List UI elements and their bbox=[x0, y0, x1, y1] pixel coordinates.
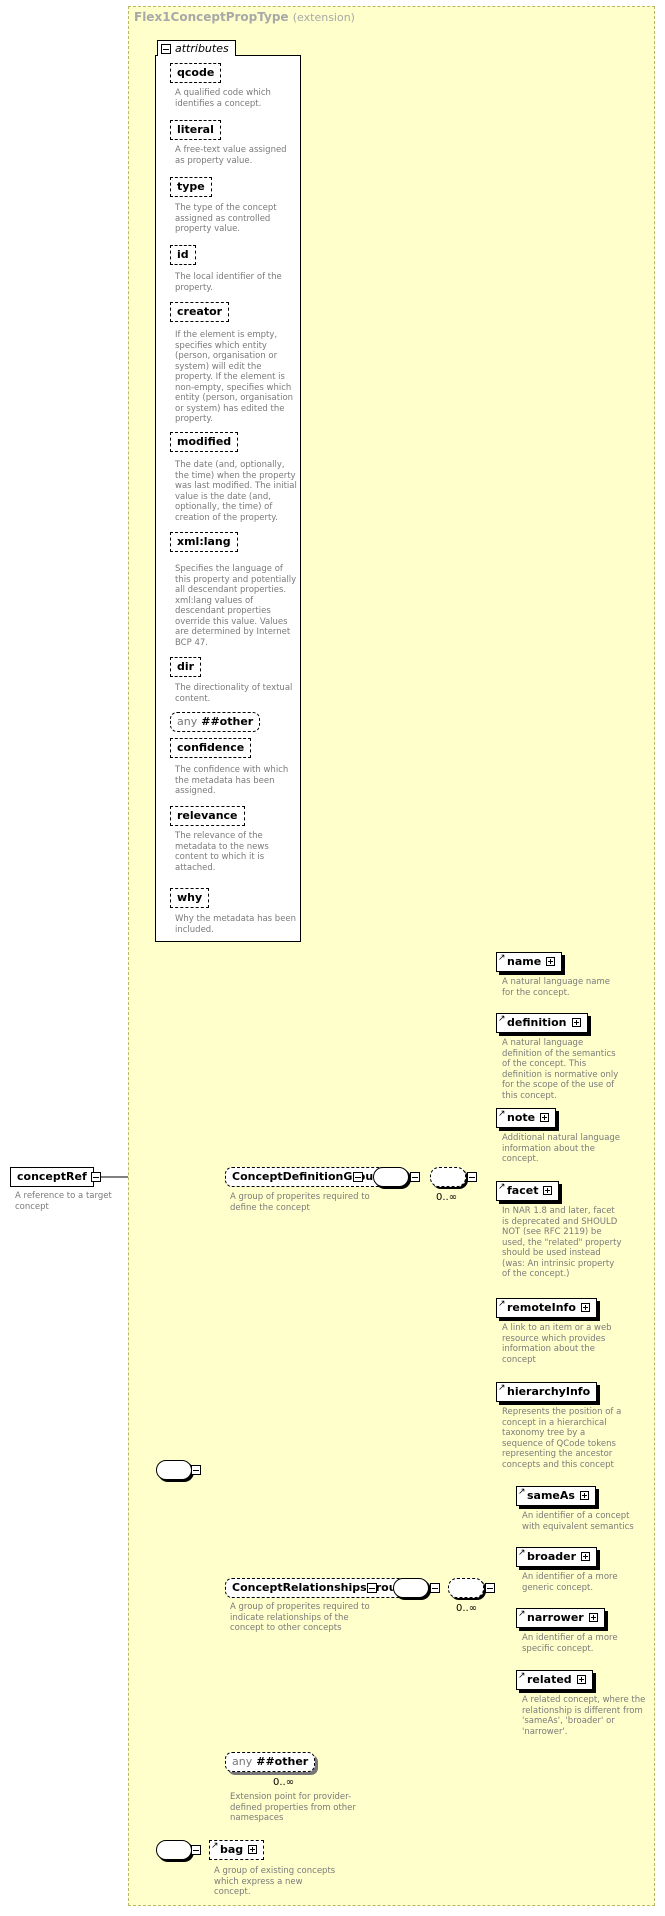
attribute-desc: Why the metadata has been included. bbox=[175, 914, 297, 935]
attribute-desc: The directionality of textual content. bbox=[175, 683, 293, 704]
expand-icon[interactable] bbox=[576, 1675, 586, 1684]
collapse-icon[interactable] bbox=[430, 1583, 440, 1593]
element-desc: An identifier of a concept with equivale… bbox=[522, 1511, 634, 1532]
element-remoteInfo[interactable]: remoteInfo bbox=[496, 1295, 597, 1318]
element-note[interactable]: note bbox=[496, 1105, 557, 1128]
element-desc: A related concept, where the relationshi… bbox=[522, 1695, 646, 1737]
attribute-type[interactable]: type bbox=[170, 177, 212, 197]
expand-icon[interactable] bbox=[571, 1018, 581, 1027]
expand-icon[interactable] bbox=[581, 1552, 591, 1561]
collapse-icon[interactable] bbox=[353, 1172, 363, 1182]
attribute-desc: If the element is empty, specifies which… bbox=[175, 330, 294, 424]
attribute-qcode[interactable]: qcode bbox=[170, 63, 222, 83]
multiplicity-label: 0..∞ bbox=[456, 1603, 478, 1614]
concept-relationships-group-desc: A group of properites required to indica… bbox=[230, 1602, 370, 1633]
collapse-icon[interactable] bbox=[410, 1172, 420, 1182]
element-desc: An identifier of a more generic concept. bbox=[522, 1572, 618, 1593]
expand-icon[interactable] bbox=[580, 1303, 590, 1312]
expand-icon[interactable] bbox=[248, 1845, 258, 1854]
attribute-id[interactable]: id bbox=[170, 245, 196, 265]
concept-definition-group[interactable]: ConceptDefinitionGroup bbox=[225, 1167, 389, 1187]
sequence-compositor-icon bbox=[373, 1167, 409, 1187]
attribute-desc: A free-text value assigned as property v… bbox=[175, 145, 287, 166]
element-narrower[interactable]: narrower bbox=[516, 1605, 605, 1628]
attribute-desc: The local identifier of the property. bbox=[175, 272, 282, 293]
collapse-icon[interactable] bbox=[91, 1172, 101, 1182]
bag-desc: A group of existing concepts which expre… bbox=[214, 1866, 336, 1897]
any-other-desc: Extension point for provider-defined pro… bbox=[230, 1792, 356, 1823]
element-desc: Additional natural language information … bbox=[502, 1133, 621, 1164]
collapse-icon[interactable] bbox=[191, 1465, 201, 1475]
element-related[interactable]: related bbox=[516, 1667, 593, 1690]
any-other-wildcard[interactable]: any##other bbox=[225, 1752, 316, 1772]
collapse-icon[interactable] bbox=[161, 43, 171, 54]
element-hierarchyInfo[interactable]: hierarchyInfo bbox=[496, 1379, 598, 1402]
attribute-desc: A qualified code which identifies a conc… bbox=[175, 88, 271, 109]
attribute-any-other[interactable]: any##other bbox=[170, 712, 261, 732]
attribute-confidence[interactable]: confidence bbox=[170, 738, 252, 758]
element-broader[interactable]: broader bbox=[516, 1544, 598, 1567]
attribute-creator[interactable]: creator bbox=[170, 302, 230, 322]
expand-icon[interactable] bbox=[579, 1491, 589, 1500]
element-desc: A link to an item or a web resource whic… bbox=[502, 1323, 612, 1365]
element-desc: Represents the position of a concept in … bbox=[502, 1407, 622, 1470]
concept-ref-desc: A reference to a target concept bbox=[15, 1191, 112, 1212]
element-facet[interactable]: facet bbox=[496, 1178, 560, 1201]
element-desc: An identifier of a more specific concept… bbox=[522, 1633, 618, 1654]
multiplicity-label: 0..∞ bbox=[273, 1777, 295, 1788]
choice-compositor-icon bbox=[430, 1167, 466, 1187]
collapse-icon[interactable] bbox=[367, 1583, 377, 1593]
panel-title: Flex1ConceptPropType (extension) bbox=[134, 10, 355, 24]
element-desc: A natural language definition of the sem… bbox=[502, 1038, 619, 1101]
element-desc: In NAR 1.8 and later, facet is deprecate… bbox=[502, 1206, 622, 1279]
concept-ref-element[interactable]: conceptRef bbox=[10, 1167, 94, 1187]
sequence-compositor-icon bbox=[156, 1840, 192, 1860]
sequence-compositor-icon bbox=[156, 1460, 192, 1480]
collapse-icon[interactable] bbox=[467, 1172, 477, 1182]
expand-icon[interactable] bbox=[588, 1613, 598, 1622]
attribute-xml-lang[interactable]: xml:lang bbox=[170, 532, 238, 552]
attributes-header[interactable]: attributes bbox=[157, 40, 236, 56]
element-sameAs[interactable]: sameAs bbox=[516, 1483, 596, 1506]
attribute-desc: The relevance of the metadata to the new… bbox=[175, 831, 269, 873]
sequence-compositor-icon bbox=[393, 1578, 429, 1598]
collapse-icon[interactable] bbox=[485, 1583, 495, 1593]
attribute-why[interactable]: why bbox=[170, 888, 210, 908]
attribute-relevance[interactable]: relevance bbox=[170, 806, 245, 826]
expand-icon[interactable] bbox=[546, 957, 556, 966]
attribute-desc: The date (and, optionally, the time) whe… bbox=[175, 460, 297, 523]
attributes-box bbox=[155, 55, 301, 942]
concept-definition-group-desc: A group of properites required to define… bbox=[230, 1192, 370, 1213]
collapse-icon[interactable] bbox=[191, 1845, 201, 1855]
element-desc: A natural language name for the concept. bbox=[502, 977, 610, 998]
choice-compositor-icon bbox=[448, 1578, 484, 1598]
multiplicity-label: 0..∞ bbox=[436, 1192, 458, 1203]
attribute-desc: The confidence with which the metadata h… bbox=[175, 765, 289, 796]
attribute-desc: The type of the concept assigned as cont… bbox=[175, 203, 277, 234]
attribute-dir[interactable]: dir bbox=[170, 657, 202, 677]
attribute-desc: Specifies the language of this property … bbox=[175, 564, 297, 648]
attribute-modified[interactable]: modified bbox=[170, 432, 239, 452]
concept-relationships-group[interactable]: ConceptRelationshipsGroup bbox=[225, 1578, 412, 1598]
bag-element[interactable]: bag bbox=[209, 1837, 265, 1860]
element-definition[interactable]: definition bbox=[496, 1010, 588, 1033]
expand-icon[interactable] bbox=[540, 1113, 550, 1122]
expand-icon[interactable] bbox=[543, 1186, 553, 1195]
attribute-literal[interactable]: literal bbox=[170, 120, 221, 140]
element-name[interactable]: name bbox=[496, 949, 563, 972]
